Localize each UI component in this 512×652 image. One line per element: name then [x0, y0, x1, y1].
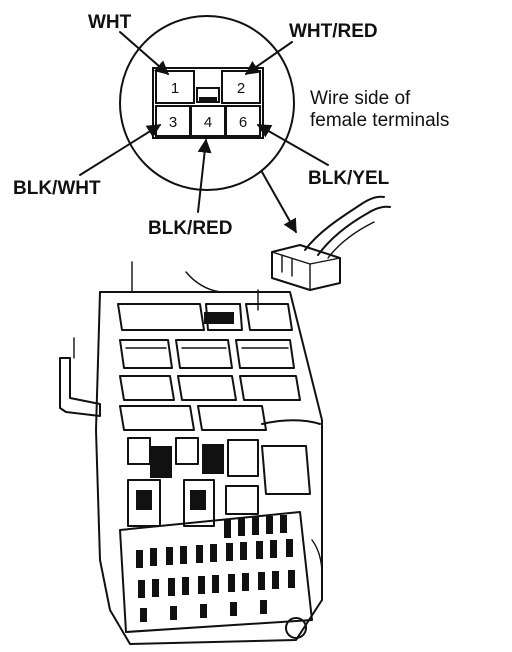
connector-latch-shadow: [199, 97, 217, 102]
leader-arrow-pin1: [119, 31, 170, 75]
relay-row-4: [119, 405, 321, 431]
leader-arrow-pin2: [244, 41, 293, 75]
pin-cell-6: [225, 105, 261, 137]
relay-row-1: [117, 303, 293, 331]
wire-label-pin4: BLK/RED: [148, 218, 232, 239]
wire-label-pin2: WHT/RED: [289, 21, 378, 42]
note-line-1: Wire side of: [310, 88, 411, 109]
magnifier-circle: [119, 15, 295, 191]
wire-label-pin1: WHT: [88, 12, 132, 33]
connector-detail-circle: 1 2 3 4 6: [119, 15, 295, 191]
pin-number-3: 3: [169, 114, 177, 131]
wire-label-pin6: BLK/YEL: [308, 168, 390, 189]
pin-cell-1: [155, 70, 195, 104]
pin-number-2: 2: [237, 80, 245, 97]
pin-number-4: 4: [204, 114, 212, 131]
leader-arrow-pin6: [256, 124, 329, 166]
note-line-2: female terminals: [310, 110, 449, 131]
leader-arrow-pin3: [79, 124, 162, 176]
pin-cell-3: [155, 105, 191, 137]
relay-row-3: [119, 375, 301, 401]
mounting-knob: [285, 617, 307, 639]
wire-label-pin3: BLK/WHT: [13, 178, 101, 199]
relay-row-2: [119, 339, 295, 369]
terminal-blocks: [127, 437, 311, 527]
fuse-grid: [119, 511, 313, 633]
fuse-relay-box-illustration: [59, 261, 323, 645]
leader-arrow-to-plug: [261, 171, 297, 234]
connector-plug-icon: [271, 195, 391, 291]
pin-number-6: 6: [239, 114, 247, 131]
pin-number-1: 1: [171, 80, 179, 97]
leader-arrow-pin4: [197, 138, 212, 213]
pin-cell-2: [221, 70, 261, 104]
